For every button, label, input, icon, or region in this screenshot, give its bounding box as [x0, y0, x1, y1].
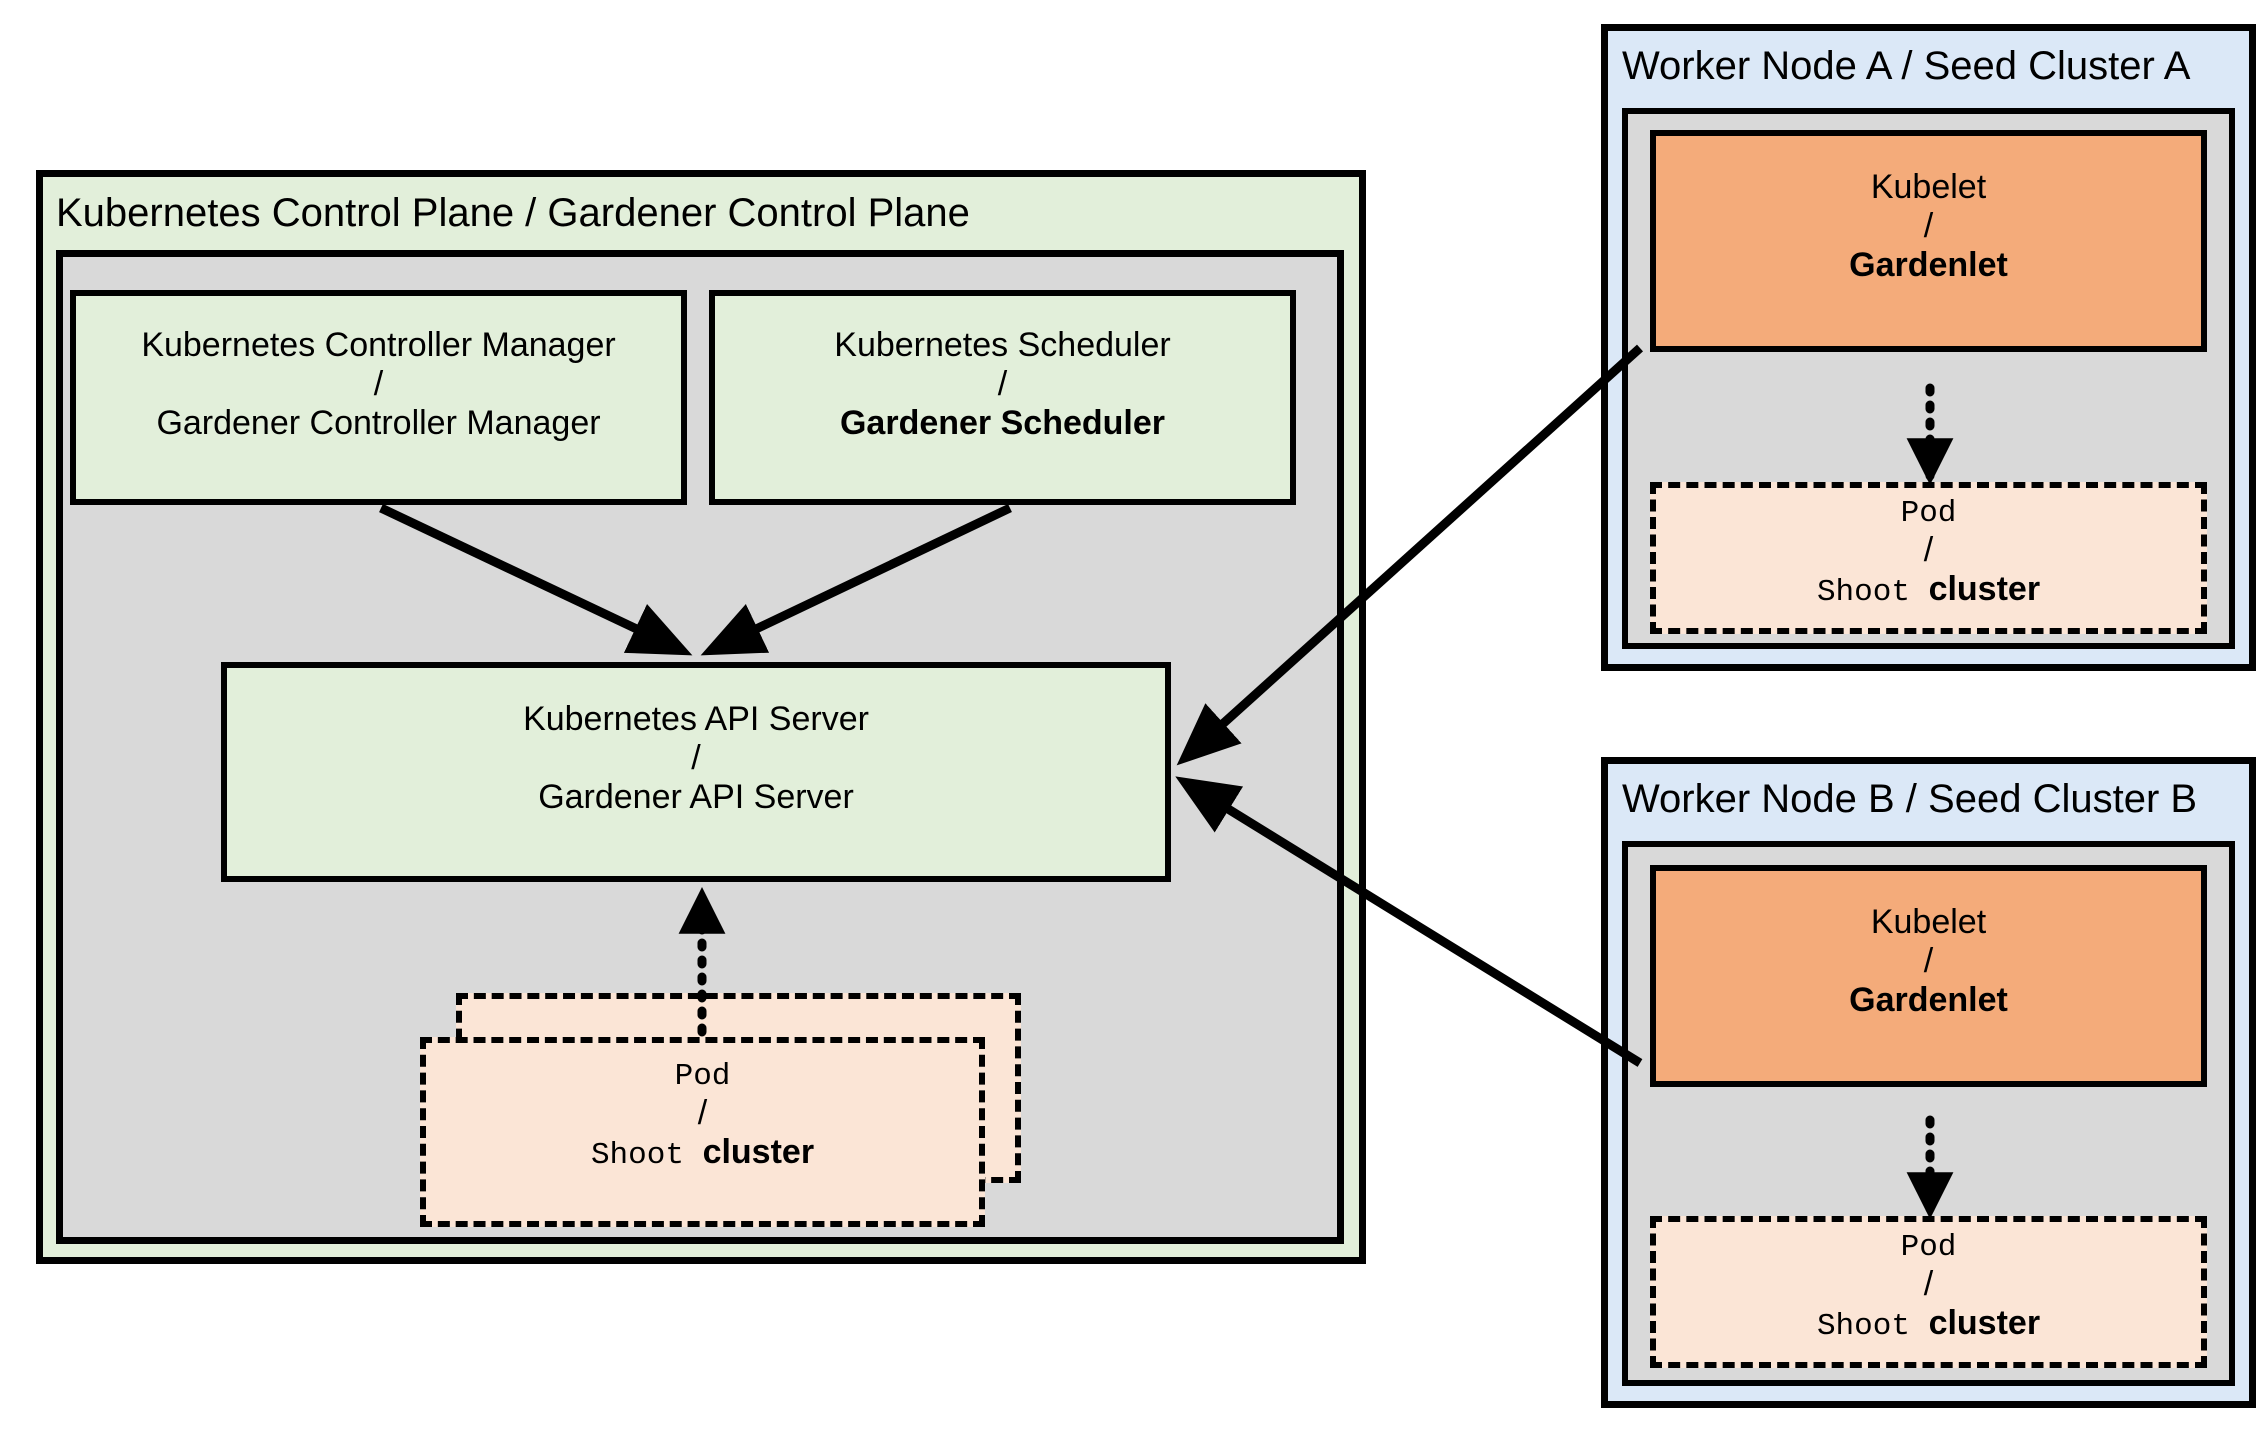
node-a-pod-separator: / [1923, 531, 1934, 569]
api-server-line-2: Gardener API Server [538, 778, 854, 816]
scheduler-separator: / [997, 365, 1008, 403]
node-b-agent-line-1: Kubelet [1870, 903, 1987, 941]
node-a-agent-line-2: Gardenlet [1849, 246, 2008, 284]
node-a-agent-separator: / [1923, 207, 1934, 245]
worker-node-b-kubelet-gardenlet-box[interactable]: Kubelet / Gardenlet [1650, 865, 2207, 1087]
control-plane-pod-box[interactable]: Pod / Shoot cluster [420, 1037, 985, 1227]
control-plane-pod-shoot-text: Shoot [590, 1138, 684, 1173]
node-a-agent-line-1: Kubelet [1870, 168, 1987, 206]
worker-node-a-pod-box[interactable]: Pod / Shoot cluster [1650, 482, 2207, 634]
control-plane-pod-line-2: Shoot cluster [426, 1133, 979, 1173]
kubernetes-api-server-box[interactable]: Kubernetes API Server / Gardener API Ser… [221, 662, 1171, 882]
node-b-pod-line-2: Shoot cluster [1656, 1304, 2201, 1344]
node-b-pod-cluster-text: cluster [1928, 1304, 2041, 1342]
control-plane-pod-separator: / [697, 1094, 708, 1132]
controller-manager-line-1: Kubernetes Controller Manager [141, 326, 616, 364]
node-b-agent-line-2: Gardenlet [1849, 981, 2008, 1019]
node-b-agent-separator: / [1923, 942, 1934, 980]
control-plane-title: Kubernetes Control Plane / Gardener Cont… [56, 191, 970, 235]
control-plane-pod-cluster-text: cluster [702, 1133, 815, 1171]
control-plane-pod-line-1: Pod [674, 1059, 731, 1094]
scheduler-line-1: Kubernetes Scheduler [834, 326, 1171, 364]
api-server-line-1: Kubernetes API Server [523, 700, 869, 738]
kubernetes-scheduler-box[interactable]: Kubernetes Scheduler / Gardener Schedule… [709, 290, 1296, 505]
node-b-pod-line-1: Pod [1900, 1230, 1957, 1265]
kubernetes-controller-manager-box[interactable]: Kubernetes Controller Manager / Gardener… [70, 290, 687, 505]
scheduler-line-2: Gardener Scheduler [839, 404, 1165, 442]
controller-manager-line-2: Gardener Controller Manager [156, 404, 601, 442]
node-a-pod-line-1: Pod [1900, 496, 1957, 531]
worker-node-a-title: Worker Node A / Seed Cluster A [1622, 44, 2191, 88]
node-a-pod-shoot-text: Shoot [1816, 575, 1910, 610]
worker-node-b-title: Worker Node B / Seed Cluster B [1622, 777, 2198, 821]
worker-node-a-kubelet-gardenlet-box[interactable]: Kubelet / Gardenlet [1650, 130, 2207, 352]
controller-manager-separator: / [373, 365, 384, 403]
worker-node-b-pod-box[interactable]: Pod / Shoot cluster [1650, 1216, 2207, 1368]
node-b-pod-shoot-text: Shoot [1816, 1309, 1910, 1344]
node-a-pod-cluster-text: cluster [1928, 570, 2041, 608]
api-server-separator: / [691, 739, 701, 777]
node-b-pod-separator: / [1923, 1265, 1934, 1303]
node-a-pod-line-2: Shoot cluster [1656, 570, 2201, 610]
